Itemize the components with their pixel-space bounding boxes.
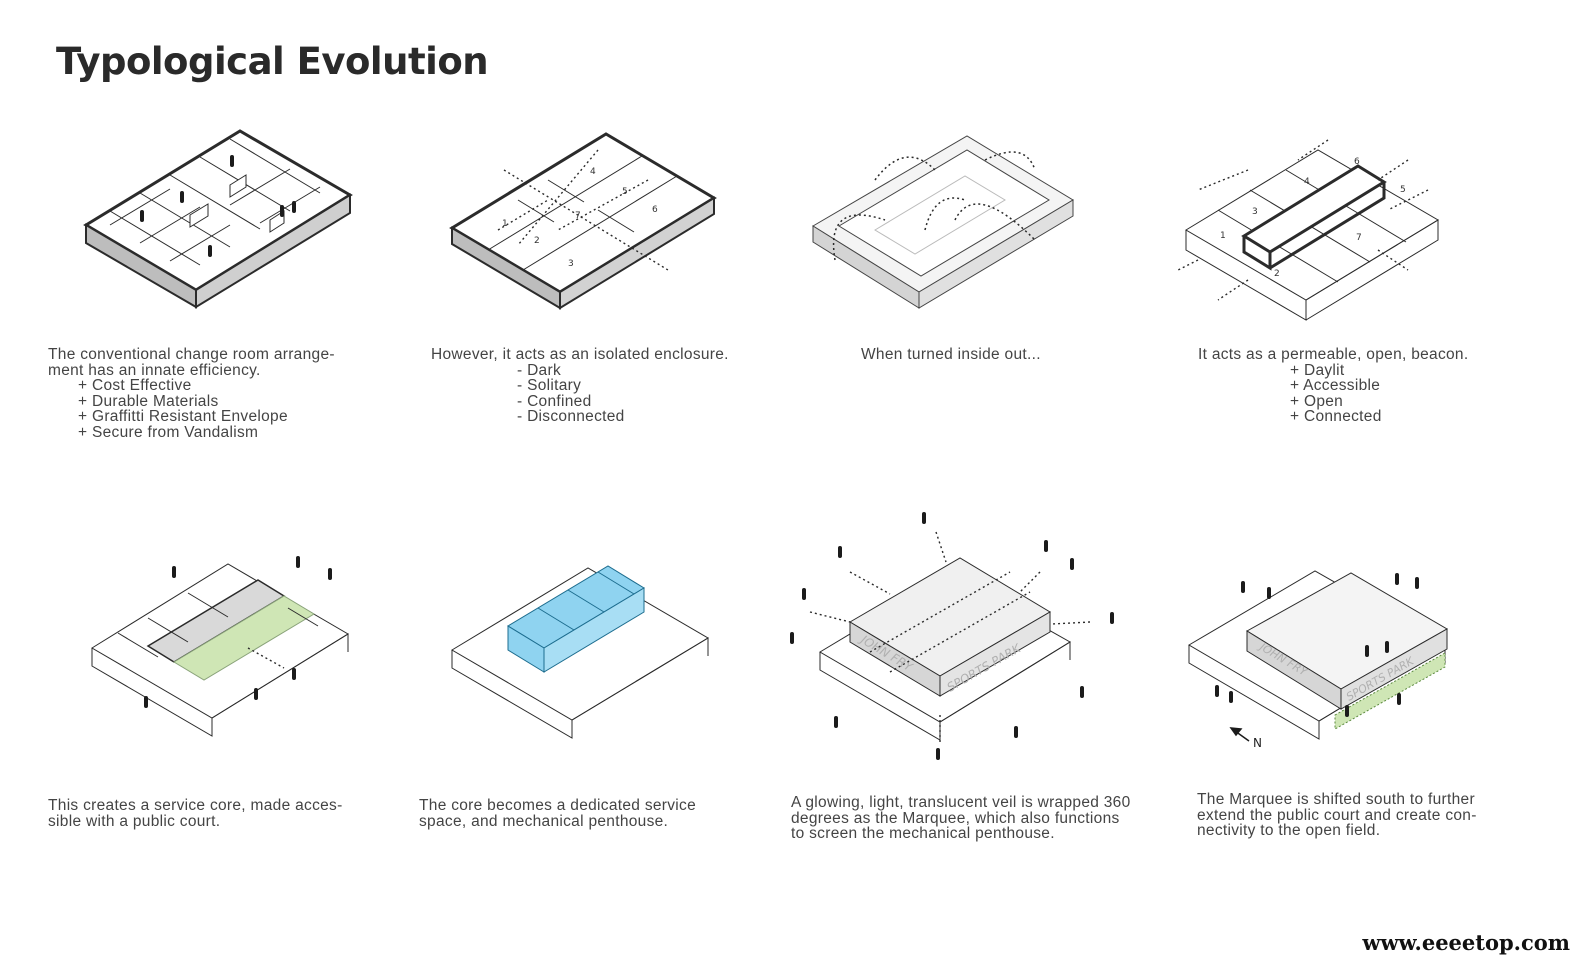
- caption-line: space, and mechanical penthouse.: [419, 812, 669, 830]
- list-item: + Accessible: [1290, 377, 1381, 394]
- caption-penthouse: The core becomes a dedicated service spa…: [419, 798, 696, 829]
- caption-line: to screen the mechanical penthouse.: [791, 825, 1055, 842]
- caption-marquee: A glowing, light, translucent veil is wr…: [791, 795, 1131, 842]
- room-number: 1: [1220, 231, 1226, 241]
- room-number: 6: [1354, 157, 1360, 167]
- room-number: 2: [534, 236, 540, 246]
- caption-conventional: The conventional change room arrange- me…: [48, 347, 335, 440]
- page-title: Typological Evolution: [56, 40, 489, 83]
- list-item: + Cost Effective: [78, 377, 192, 394]
- diagram-mechanical-penthouse: [448, 560, 718, 739]
- caption-line: A glowing, light, translucent veil is wr…: [791, 794, 1131, 811]
- list-item: + Connected: [1290, 408, 1382, 425]
- caption-line: The Marquee is shifted south to further: [1197, 791, 1475, 808]
- diagram-marquee-veil: JOHN FRY SPORTS PARK: [790, 512, 1120, 767]
- list-item: + Daylit: [1290, 361, 1345, 379]
- caption-line: When turned inside out...: [861, 346, 1041, 363]
- diagram-inside-out: [805, 130, 1085, 315]
- caption-marquee-shifted: The Marquee is shifted south to further …: [1197, 792, 1477, 839]
- room-number: 5: [622, 187, 628, 197]
- room-number: 3: [1252, 207, 1258, 217]
- list-item: + Secure from Vandalism: [78, 423, 259, 441]
- caption-line: sible with a public court.: [48, 812, 221, 830]
- caption-line: The conventional change room arrange-: [48, 346, 335, 363]
- caption-isolated: However, it acts as an isolated enclosur…: [431, 347, 729, 425]
- list-item: + Graffitti Resistant Envelope: [78, 408, 288, 425]
- room-number: 4: [1304, 177, 1310, 187]
- room-number: 5: [1400, 185, 1406, 195]
- caption-line: The core becomes a dedicated service: [419, 797, 697, 814]
- caption-line: This creates a service core, made acces-: [48, 797, 343, 814]
- caption-beacon: It acts as a permeable, open, beacon. + …: [1198, 347, 1468, 425]
- room-number: 4: [590, 167, 596, 177]
- caption-line: extend the public court and create con-: [1197, 806, 1477, 824]
- north-label: N: [1253, 736, 1262, 750]
- room-number: 3: [568, 259, 574, 269]
- watermark: www.eeeetop.com: [1362, 930, 1570, 955]
- room-number: 2: [1274, 269, 1280, 279]
- north-arrow-icon: [1229, 727, 1250, 742]
- diagram-marquee-shifted: JOHN FRY SPORTS PARK N: [1185, 565, 1460, 755]
- caption-inside-out: When turned inside out...: [861, 347, 1041, 363]
- diagram-isolated-enclosure: 1 2 3 4 5 6 7: [448, 130, 728, 315]
- diagram-permeable-beacon: 1 2 3 4 5 6 7: [1177, 130, 1458, 321]
- room-number: 7: [1356, 233, 1362, 243]
- caption-line: However, it acts as an isolated enclosur…: [431, 346, 729, 363]
- list-item: + Durable Materials: [78, 392, 219, 410]
- list-item: + Open: [1290, 392, 1344, 410]
- room-number: 6: [652, 205, 658, 215]
- caption-service-core: This creates a service core, made acces-…: [48, 798, 343, 829]
- list-item: - Confined: [517, 392, 592, 410]
- diagram-service-core: [88, 548, 358, 737]
- list-item: - Solitary: [517, 377, 582, 394]
- list-item: - Dark: [517, 361, 561, 379]
- caption-line: It acts as a permeable, open, beacon.: [1198, 346, 1469, 363]
- list-item: - Disconnected: [517, 408, 625, 425]
- caption-line: degrees as the Marquee, which also funct…: [791, 809, 1120, 827]
- caption-line: nectivity to the open field.: [1197, 822, 1381, 839]
- diagram-conventional-change-rooms: [80, 125, 360, 315]
- caption-line: ment has an innate efficiency.: [48, 361, 261, 379]
- room-number: 1: [502, 219, 508, 229]
- room-number: 7: [575, 211, 581, 221]
